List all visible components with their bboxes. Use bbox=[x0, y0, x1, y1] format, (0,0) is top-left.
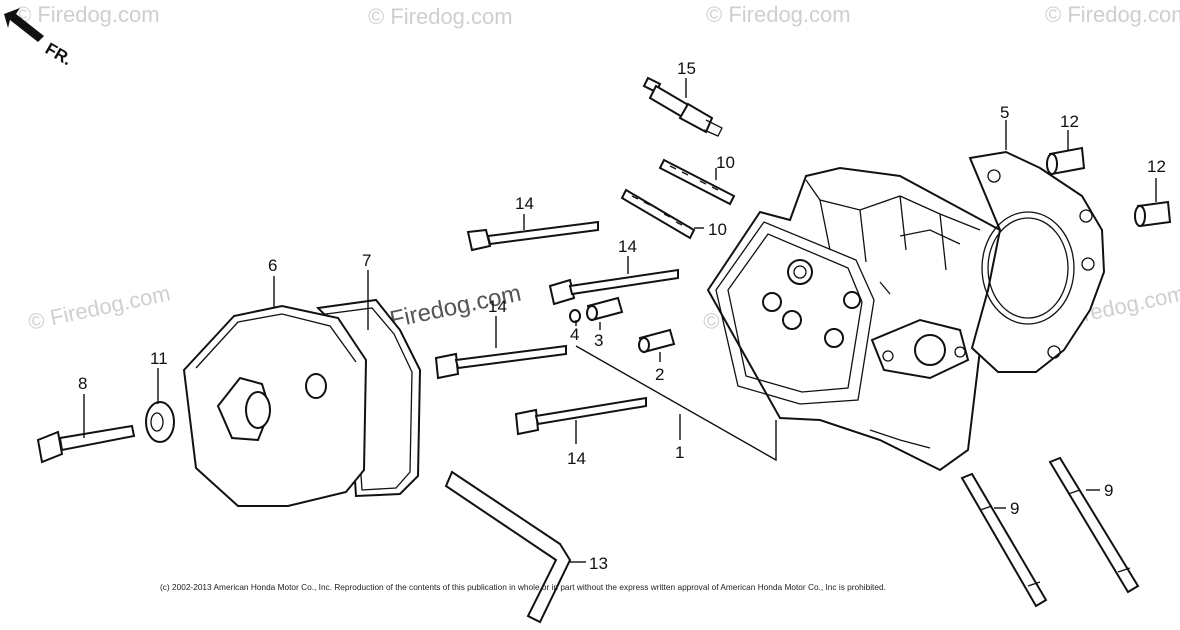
callout-number: 14 bbox=[618, 237, 637, 256]
stud-bolt bbox=[658, 158, 736, 206]
stud-bolt bbox=[1048, 456, 1140, 594]
watermark-text: © Firedog.com bbox=[706, 2, 851, 27]
callout-number: 1 bbox=[675, 443, 684, 462]
callout-number: 10 bbox=[708, 220, 727, 239]
watermark-text: © Firedog.com bbox=[1045, 2, 1180, 27]
stud-bolt bbox=[620, 188, 696, 240]
callout-number: 6 bbox=[268, 256, 277, 275]
callout-number: 14 bbox=[488, 297, 507, 316]
callout-number: 9 bbox=[1104, 481, 1113, 500]
flange-bolt bbox=[434, 344, 567, 380]
stud-bolt bbox=[960, 472, 1048, 608]
callout-number: 5 bbox=[1000, 103, 1009, 122]
lock-nut bbox=[569, 309, 581, 323]
callout-number: 12 bbox=[1147, 157, 1166, 176]
callout-number: 4 bbox=[570, 325, 579, 344]
callout-number: 10 bbox=[716, 153, 735, 172]
watermark-text: © Firedog.com bbox=[26, 280, 173, 335]
head-gasket bbox=[968, 150, 1106, 373]
front-direction-arrow-icon bbox=[4, 8, 44, 42]
callout-number: 9 bbox=[1010, 499, 1019, 518]
callout-number: 3 bbox=[594, 331, 603, 350]
cylinder-head bbox=[706, 166, 1010, 472]
dowel-pin bbox=[1134, 200, 1172, 228]
callout-number: 7 bbox=[362, 251, 371, 270]
breather-tube bbox=[444, 470, 572, 624]
watermark-text: © Firedog.com bbox=[368, 4, 513, 29]
callout-number: 14 bbox=[567, 449, 586, 468]
sealing-washer bbox=[145, 401, 175, 443]
head-cover bbox=[182, 304, 368, 507]
callout-number: 8 bbox=[78, 374, 87, 393]
flange-bolt bbox=[548, 268, 679, 306]
spark-plug bbox=[642, 76, 723, 137]
dowel-pin bbox=[1046, 146, 1086, 176]
copyright-notice: (c) 2002-2013 American Honda Motor Co., … bbox=[160, 582, 886, 592]
leader-lines bbox=[83, 78, 1157, 563]
callout-number: 14 bbox=[515, 194, 534, 213]
callout-number: 2 bbox=[655, 365, 664, 384]
dowel-pin bbox=[638, 328, 676, 354]
front-direction-label: FR. bbox=[42, 39, 75, 69]
flange-bolt bbox=[514, 396, 647, 436]
callout-number: 15 bbox=[677, 59, 696, 78]
watermark-text: © Firedog.com bbox=[15, 2, 160, 27]
callout-number: 11 bbox=[150, 349, 168, 368]
callout-number: 13 bbox=[589, 554, 608, 573]
flange-bolt bbox=[36, 424, 136, 464]
flange-bolt bbox=[466, 220, 599, 252]
callout-number: 12 bbox=[1060, 112, 1079, 131]
dowel-pin bbox=[586, 296, 624, 322]
